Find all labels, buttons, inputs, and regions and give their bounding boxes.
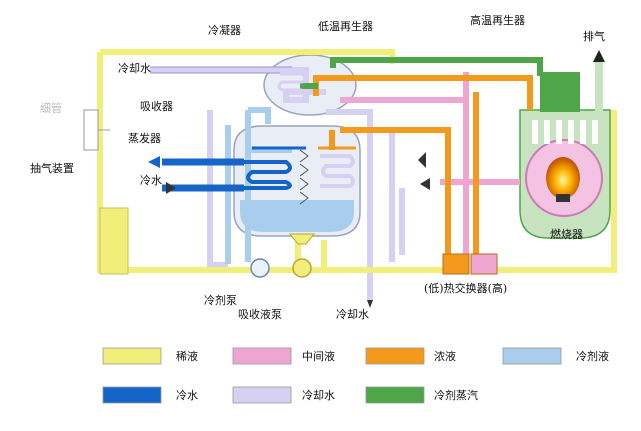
refrigerant-pump-label: 冷剂泵 — [204, 293, 237, 307]
exhaust-label: 排气 — [583, 29, 605, 43]
exhaust-arrow-icon — [593, 50, 605, 62]
legend-swatch-refrigerant-liquid — [502, 347, 562, 365]
chilled-water-out-arrow-icon — [148, 156, 160, 168]
legend-label-concentrated: 浓液 — [434, 349, 456, 363]
chilled-water-label: 冷水 — [140, 174, 162, 187]
heat-exchanger-low — [442, 253, 470, 275]
chilled-water-coil — [244, 160, 292, 190]
absorbent-pump-label: 吸收液泵 — [238, 307, 282, 321]
heat-exchanger-high — [470, 253, 498, 275]
legend-label-dilute: 稀液 — [176, 349, 198, 363]
chilled-water-pipes — [162, 158, 244, 192]
absorbent-pump-icon — [292, 258, 312, 278]
valve-icon — [418, 152, 426, 168]
legend-swatch-cooling-water — [232, 386, 292, 404]
high-temp-generator-label: 高温再生器 — [470, 13, 525, 27]
condenser-coil — [277, 72, 307, 92]
purge-top-label: 细管 — [40, 101, 62, 115]
heat-exchanger-label: (低)热交换器(高) — [424, 281, 507, 295]
legend-swatch-concentrated — [365, 347, 425, 365]
legend-label-refrigerant-liquid: 冷剂液 — [576, 349, 609, 363]
refrigerant-vapor-pipes — [300, 57, 543, 89]
cooling-water-in-arrow-icon — [367, 300, 373, 308]
legend-swatch-dilute — [102, 347, 162, 365]
legend-swatch-refrigerant-vapor — [365, 386, 425, 404]
refrigerant-pump-icon — [250, 258, 270, 278]
absorber-coil — [320, 154, 355, 188]
generator-vapor-dome — [540, 72, 580, 112]
low-temp-generator-label: 低温再生器 — [318, 19, 373, 33]
legend-label-cooling-water: 冷却水 — [302, 389, 335, 402]
legend-swatch-intermediate — [232, 347, 292, 365]
legend-label-chilled-water: 冷水 — [176, 389, 198, 402]
absorbent-funnel — [288, 233, 316, 245]
legend-swatch-chilled-water — [102, 386, 162, 404]
intermediate-solution-pipes — [340, 72, 520, 260]
burner-nozzle — [556, 194, 570, 202]
cooling-water-bottom-label: 冷却水 — [336, 308, 369, 321]
absorber-label: 吸收器 — [140, 99, 173, 113]
condenser-label: 冷凝器 — [208, 23, 241, 37]
dilute-tank — [99, 207, 129, 275]
legend-label-intermediate: 中间液 — [302, 349, 335, 363]
valve-icon-2 — [420, 178, 430, 190]
burner-label: 燃烧器 — [550, 227, 583, 241]
cooling-water-top-label: 冷却水 — [118, 62, 151, 75]
purge-unit-body — [83, 109, 99, 151]
legend-label-refrigerant-vapor: 冷剂蒸汽 — [434, 388, 478, 402]
eliminator-baffles — [299, 149, 309, 205]
flame-icon — [546, 157, 580, 199]
generator-fins — [532, 120, 598, 144]
cooling-water-outline — [150, 66, 292, 74]
chilled-water-in-arrow-icon — [166, 182, 176, 194]
refrigerant-pool — [240, 200, 354, 232]
purge-unit-label: 抽气装置 — [30, 161, 74, 175]
evaporator-label: 蒸发器 — [128, 131, 161, 145]
legend: 稀液 中间液 浓液 冷剂液 冷水 冷却水 冷剂蒸汽 — [102, 347, 609, 404]
